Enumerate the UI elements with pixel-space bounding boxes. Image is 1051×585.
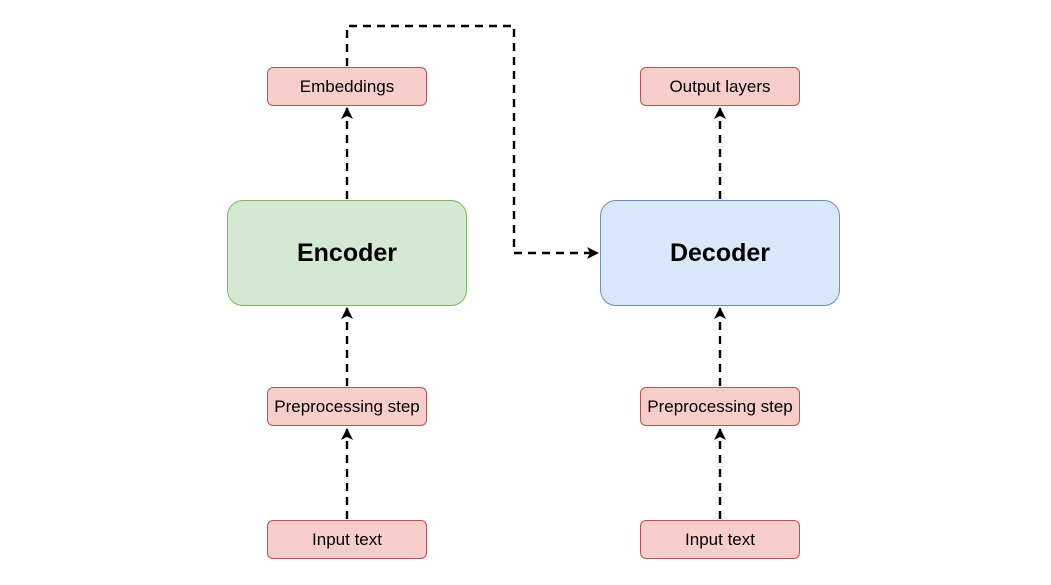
encoder-input-text-box: Input text — [267, 520, 427, 559]
decoder-box: Decoder — [600, 200, 840, 306]
output-layers-box: Output layers — [640, 67, 800, 106]
decoder-preprocessing-box: Preprocessing step — [640, 387, 800, 426]
arrow-embeddings-to-decoder — [345, 24, 599, 259]
encoder-box: Encoder — [227, 200, 467, 306]
embeddings-box: Embeddings — [267, 67, 427, 106]
encoder-preprocessing-box: Preprocessing step — [267, 387, 427, 426]
decoder-input-text-box: Input text — [640, 520, 800, 559]
